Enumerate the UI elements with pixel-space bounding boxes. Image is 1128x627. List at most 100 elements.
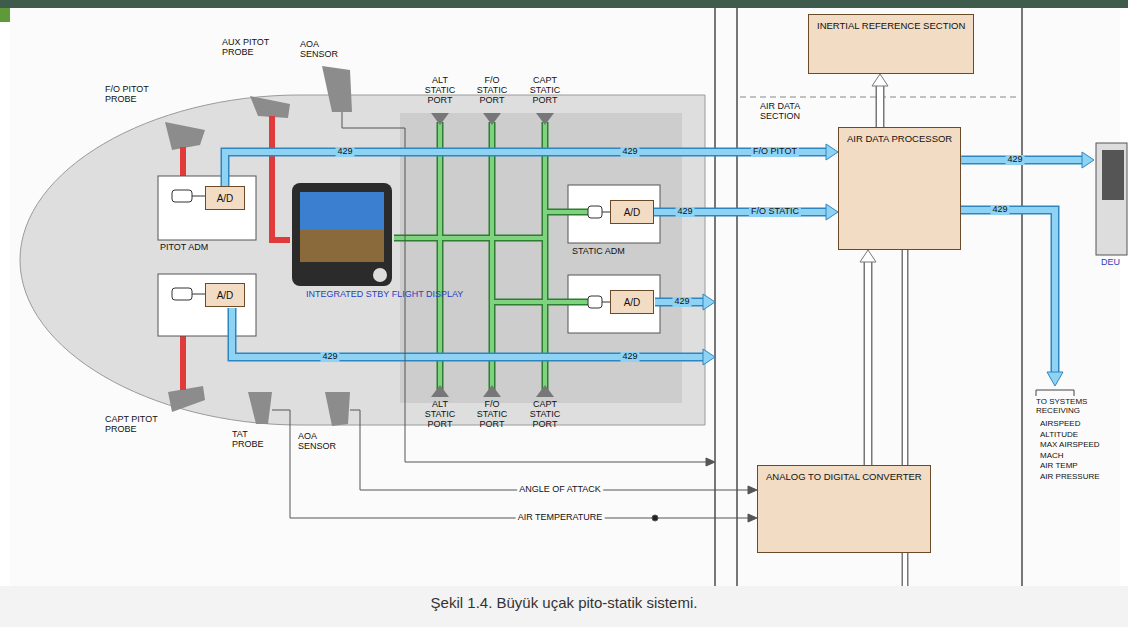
node-text: A/D xyxy=(624,297,641,308)
part-label: CAPT PITOT PROBE xyxy=(105,415,165,435)
adm-housing xyxy=(158,274,256,336)
static-lines xyxy=(394,122,588,390)
figure-caption: Şekil 1.4. Büyük uçak pito-statik sistem… xyxy=(0,594,1128,611)
figure-ground xyxy=(10,8,1120,586)
part-label: PITOT ADM xyxy=(160,243,208,253)
bus-connector xyxy=(880,86,881,127)
fuselage-nose xyxy=(20,95,705,425)
sensor-wire xyxy=(272,410,748,518)
pitot-tube xyxy=(272,116,290,240)
bus-label: 429 xyxy=(675,207,694,217)
deu-unit xyxy=(1096,143,1127,255)
part-label: ALT STATIC PORT xyxy=(420,76,460,106)
part-label: AIR DATA SECTION xyxy=(760,102,822,122)
standby-display: INTEGRATED STBY FLIGHT DISPLAY xyxy=(290,290,479,320)
wire-arrowhead xyxy=(748,486,757,494)
bay-wall xyxy=(736,8,738,586)
part-label: CAPT STATIC PORT xyxy=(525,76,565,106)
note-item: MACH xyxy=(1040,452,1064,461)
bus-label: 429 xyxy=(1005,155,1024,165)
node-text: AIR DATA PROCESSOR xyxy=(847,134,952,145)
note-item: AIRSPEED xyxy=(1040,420,1080,429)
part-label: AOA SENSOR xyxy=(298,432,342,452)
note-item: ALTITUDE xyxy=(1040,431,1078,440)
part-label: TAT PROBE xyxy=(232,430,272,450)
connector-outline xyxy=(225,152,826,186)
static-port xyxy=(431,385,449,397)
sensor-wire xyxy=(192,196,205,197)
part-label: ALT STATIC PORT xyxy=(420,400,460,430)
bus-label: 429 xyxy=(620,352,639,362)
sensor-wire xyxy=(192,294,205,295)
signal-label: AIR TEMPERATURE xyxy=(516,513,605,523)
note-item: AIR TEMP xyxy=(1040,462,1078,471)
ad-converter-box: A/D xyxy=(205,283,245,307)
ad-converter-box: A/D xyxy=(610,200,654,224)
display-bezel xyxy=(292,183,392,286)
display-sky xyxy=(300,192,384,230)
bus-arrowhead xyxy=(1047,372,1063,386)
pressure-sensor xyxy=(588,206,602,218)
top-strip xyxy=(0,0,1128,8)
connector-outline xyxy=(654,208,826,217)
bus-connector xyxy=(225,152,826,186)
pressure-sensor xyxy=(588,296,602,308)
part-label: F/O STATIC PORT xyxy=(472,400,512,430)
static-port xyxy=(483,385,501,397)
deu-housing xyxy=(1096,143,1127,255)
ad-converter-box: A/D xyxy=(205,186,245,210)
bus-label: F/O PITOT xyxy=(751,147,799,157)
bus-arrowhead xyxy=(703,294,715,310)
bus-label: 429 xyxy=(320,352,339,362)
part-label: CAPT STATIC PORT xyxy=(525,400,565,430)
bus-label: F/O STATIC xyxy=(749,207,801,217)
pressure-sensor xyxy=(172,288,192,300)
processor-box: AIR DATA PROCESSOR xyxy=(838,127,961,250)
tat-probe xyxy=(248,392,272,424)
connector-outline xyxy=(961,156,1082,165)
bus-label: 429 xyxy=(620,147,639,157)
node-text: DEU xyxy=(1101,258,1120,268)
note-item: AIR PRESSURE xyxy=(1040,473,1100,482)
node-text: INERTIAL REFERENCE SECTION xyxy=(817,21,965,32)
pressure-sensor xyxy=(172,190,192,202)
node-text: A/D xyxy=(624,207,641,218)
display-ground xyxy=(300,230,384,262)
aoa-sensor xyxy=(325,392,350,426)
node-text: A/D xyxy=(217,193,234,204)
node-text: INTEGRATED STBY FLIGHT DISPLAY xyxy=(306,290,463,300)
section-box: INERTIAL REFERENCE SECTION xyxy=(808,14,974,74)
adm-housing xyxy=(158,176,256,240)
static-port xyxy=(536,113,554,125)
bus-label: 429 xyxy=(335,147,354,157)
caption-band xyxy=(0,586,1128,627)
node-text: A/D xyxy=(217,290,234,301)
pitot-probe xyxy=(168,386,205,412)
sensor-wires xyxy=(272,112,757,522)
bus-label: 429 xyxy=(672,297,691,307)
signal-label: ANGLE OF ATTACK xyxy=(517,485,603,495)
sensor-wire xyxy=(602,212,610,213)
note-text: TO SYSTEMS RECEIVING xyxy=(1036,398,1122,416)
sensor-wire xyxy=(602,302,610,303)
connector-line xyxy=(225,152,826,186)
display-unit: DEU xyxy=(1094,258,1127,272)
static-port xyxy=(483,113,501,125)
wire-arrowhead xyxy=(706,458,715,466)
bay-wall xyxy=(1021,8,1023,586)
ad-converter-box: A/D xyxy=(610,290,654,314)
part-label: AOA SENSOR xyxy=(300,40,348,60)
connector-line xyxy=(877,86,883,127)
static-port xyxy=(431,113,449,125)
pitot-probe xyxy=(165,122,205,150)
pitot-probe xyxy=(250,96,290,118)
sensor-wire xyxy=(342,112,706,462)
wire-junction xyxy=(652,515,658,521)
part-label: STATIC ADM xyxy=(572,247,625,257)
part-label: F/O STATIC PORT xyxy=(472,76,512,106)
part-label: AUX PITOT PROBE xyxy=(222,38,278,58)
aoa-sensor xyxy=(322,66,352,112)
